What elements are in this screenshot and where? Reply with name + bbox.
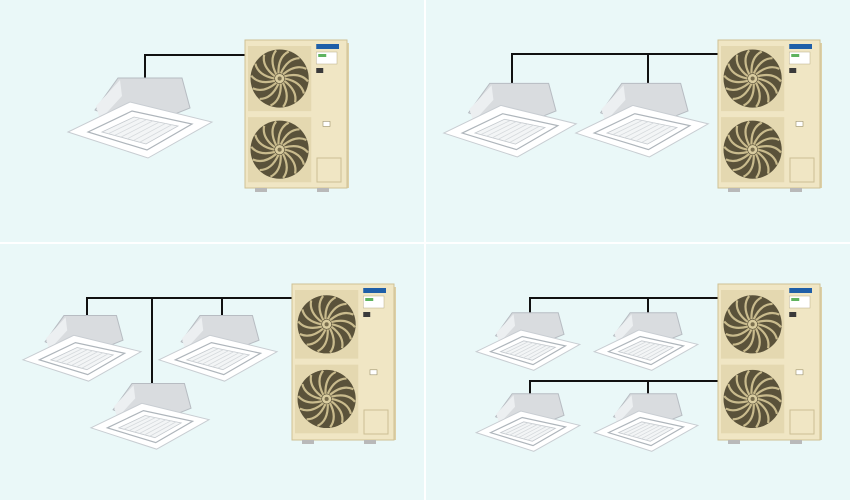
brand-label-icon (316, 44, 339, 49)
indoor-unit-2 (574, 82, 710, 158)
indoor-unit-2 (592, 312, 700, 371)
indoor-unit-1 (442, 82, 578, 158)
fan-icon (250, 49, 309, 108)
indoor-unit-2 (157, 315, 279, 382)
outdoor-unit (244, 39, 349, 192)
indoor-unit-1 (66, 77, 214, 159)
refrigerant-pipe (511, 53, 718, 96)
indoor-unit-4 (592, 393, 700, 452)
fan-icon (297, 369, 356, 429)
outdoor-unit (717, 39, 822, 192)
indoor-unit-1 (474, 312, 582, 371)
fan-icon (723, 295, 782, 354)
outdoor-unit (291, 283, 396, 444)
indoor-unit-1 (21, 315, 143, 382)
indoor-unit-3 (474, 393, 582, 452)
brand-label-icon (789, 44, 812, 49)
brand-label-icon (363, 288, 386, 293)
fan-icon (723, 120, 782, 179)
fan-icon (297, 295, 356, 354)
refrigerant-pipe (529, 380, 718, 398)
panel-single (0, 0, 424, 242)
refrigerant-pipe (86, 297, 292, 320)
fan-icon (250, 120, 309, 179)
outdoor-unit (717, 283, 822, 444)
fan-icon (723, 49, 782, 108)
refrigerant-pipe (529, 297, 718, 318)
brand-label-icon (789, 288, 812, 293)
fan-icon (723, 369, 782, 429)
indoor-unit-3 (89, 383, 211, 450)
